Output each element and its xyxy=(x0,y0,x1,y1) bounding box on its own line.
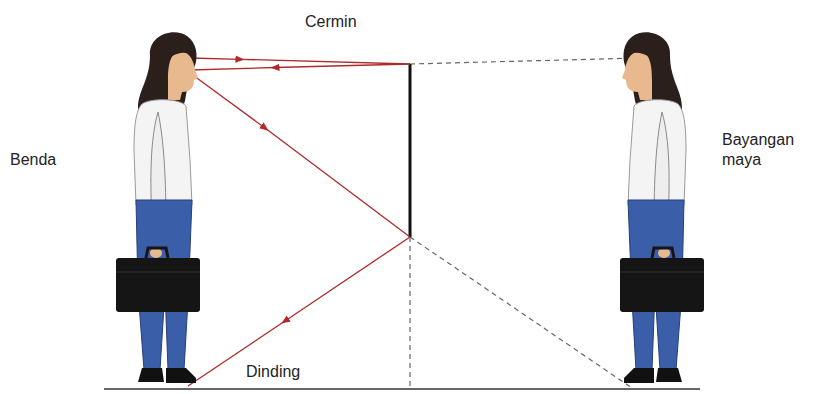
image-label: Bayangan maya xyxy=(722,130,822,170)
object-label: Benda xyxy=(10,150,100,170)
ground-line xyxy=(104,388,700,390)
wall-label: Dinding xyxy=(246,362,346,382)
mirror xyxy=(409,64,412,237)
virtual-ray-lines xyxy=(410,58,640,389)
virtual-image-person xyxy=(620,32,704,383)
mirror-label: Cermin xyxy=(305,12,415,32)
light-rays xyxy=(188,58,410,386)
object-person xyxy=(116,32,200,383)
